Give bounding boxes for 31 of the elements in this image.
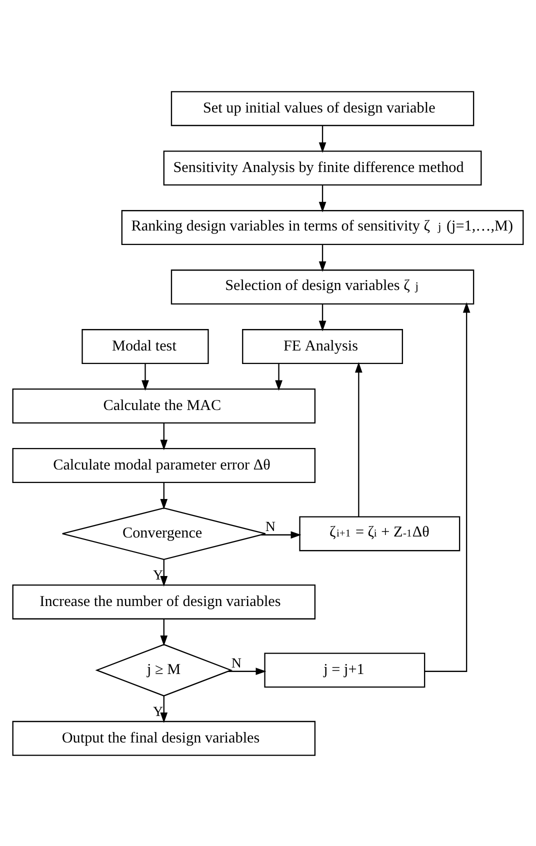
arrow	[261, 530, 302, 538]
arrow	[424, 302, 470, 672]
node-box: FE Analysis	[242, 328, 403, 364]
node-box: ζi+1 = ζi + Z-1Δθ	[299, 516, 460, 551]
arrow	[160, 482, 168, 509]
arrow	[318, 244, 326, 272]
arrow	[160, 559, 168, 586]
node-box: Set up initial values of design variable	[170, 90, 474, 126]
arrow	[355, 362, 362, 516]
node-diamond: Convergence	[62, 506, 266, 560]
node-diamond: j ≥ M	[95, 643, 233, 696]
node-box: Calculate modal parameter error Δθ	[12, 448, 316, 482]
node-box: Modal test	[82, 328, 209, 364]
node-box: j = j+1	[264, 652, 426, 688]
arrow	[160, 422, 168, 450]
arrow	[318, 304, 326, 331]
arrow	[160, 618, 168, 646]
node-box: Calculate the MAC	[12, 388, 316, 423]
edge-label: Y	[153, 704, 164, 720]
node-box: Increase the number of design variables	[12, 584, 316, 619]
arrow	[318, 125, 326, 152]
node-box: Output the final design variables	[12, 720, 316, 756]
node-box: Sensitivity Analysis by finite difference method	[163, 150, 482, 186]
arrow	[142, 363, 149, 390]
arrow	[318, 184, 326, 212]
edge-label: Y	[153, 568, 164, 583]
arrow	[275, 363, 282, 390]
arrow	[160, 696, 168, 723]
edge-label: N	[265, 519, 276, 534]
arrow	[228, 667, 266, 675]
edge-label: N	[231, 656, 242, 671]
